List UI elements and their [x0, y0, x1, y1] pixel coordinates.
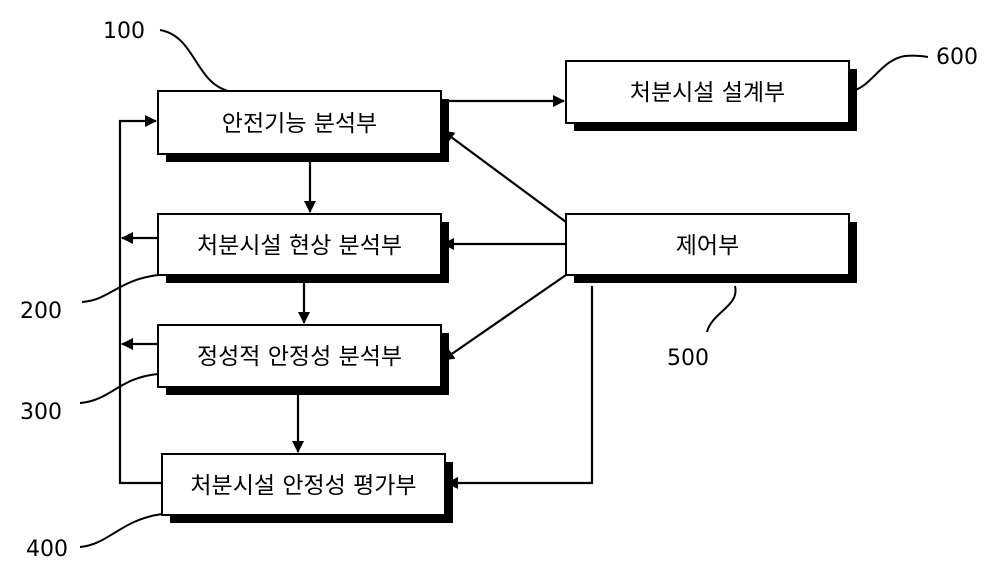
leader-400: [80, 514, 162, 547]
qualitative-safety-analysis-label: 정성적 안정성 분석부: [197, 344, 402, 370]
arrow-500-to-300: [443, 275, 566, 360]
qualitative-safety-analysis-block: 정성적 안정성 분석부: [158, 325, 449, 395]
leader-600: [849, 56, 928, 92]
arrow-500-to-400: [447, 286, 592, 483]
disposal-facility-design-label: 처분시설 설계부: [630, 80, 785, 106]
control-label: 제어부: [676, 233, 739, 259]
disposal-facility-safety-evaluation-label: 처분시설 안정성 평가부: [190, 473, 416, 499]
ref-label-300: 300: [20, 400, 62, 425]
ref-label-200: 200: [20, 299, 62, 324]
control-block: 제어부: [566, 214, 857, 283]
ref-label-400: 400: [26, 537, 68, 562]
disposal-facility-phenomena-analysis-label: 처분시설 현상 분석부: [197, 233, 402, 259]
feedback-line: [120, 121, 162, 483]
safety-function-analysis-label: 안전기능 분석부: [222, 111, 377, 137]
disposal-facility-phenomena-analysis-block: 처분시설 현상 분석부: [158, 214, 449, 283]
disposal-facility-design-block: 처분시설 설계부: [566, 61, 857, 131]
leader-100: [160, 30, 228, 91]
ref-label-600: 600: [936, 45, 978, 70]
safety-function-analysis-block: 안전기능 분석부: [158, 91, 449, 162]
ref-label-100: 100: [103, 19, 145, 44]
arrow-500-to-100: [443, 131, 566, 222]
disposal-facility-safety-evaluation-block: 처분시설 안정성 평가부: [162, 454, 453, 523]
leader-500: [707, 286, 736, 332]
ref-label-500: 500: [667, 346, 709, 371]
